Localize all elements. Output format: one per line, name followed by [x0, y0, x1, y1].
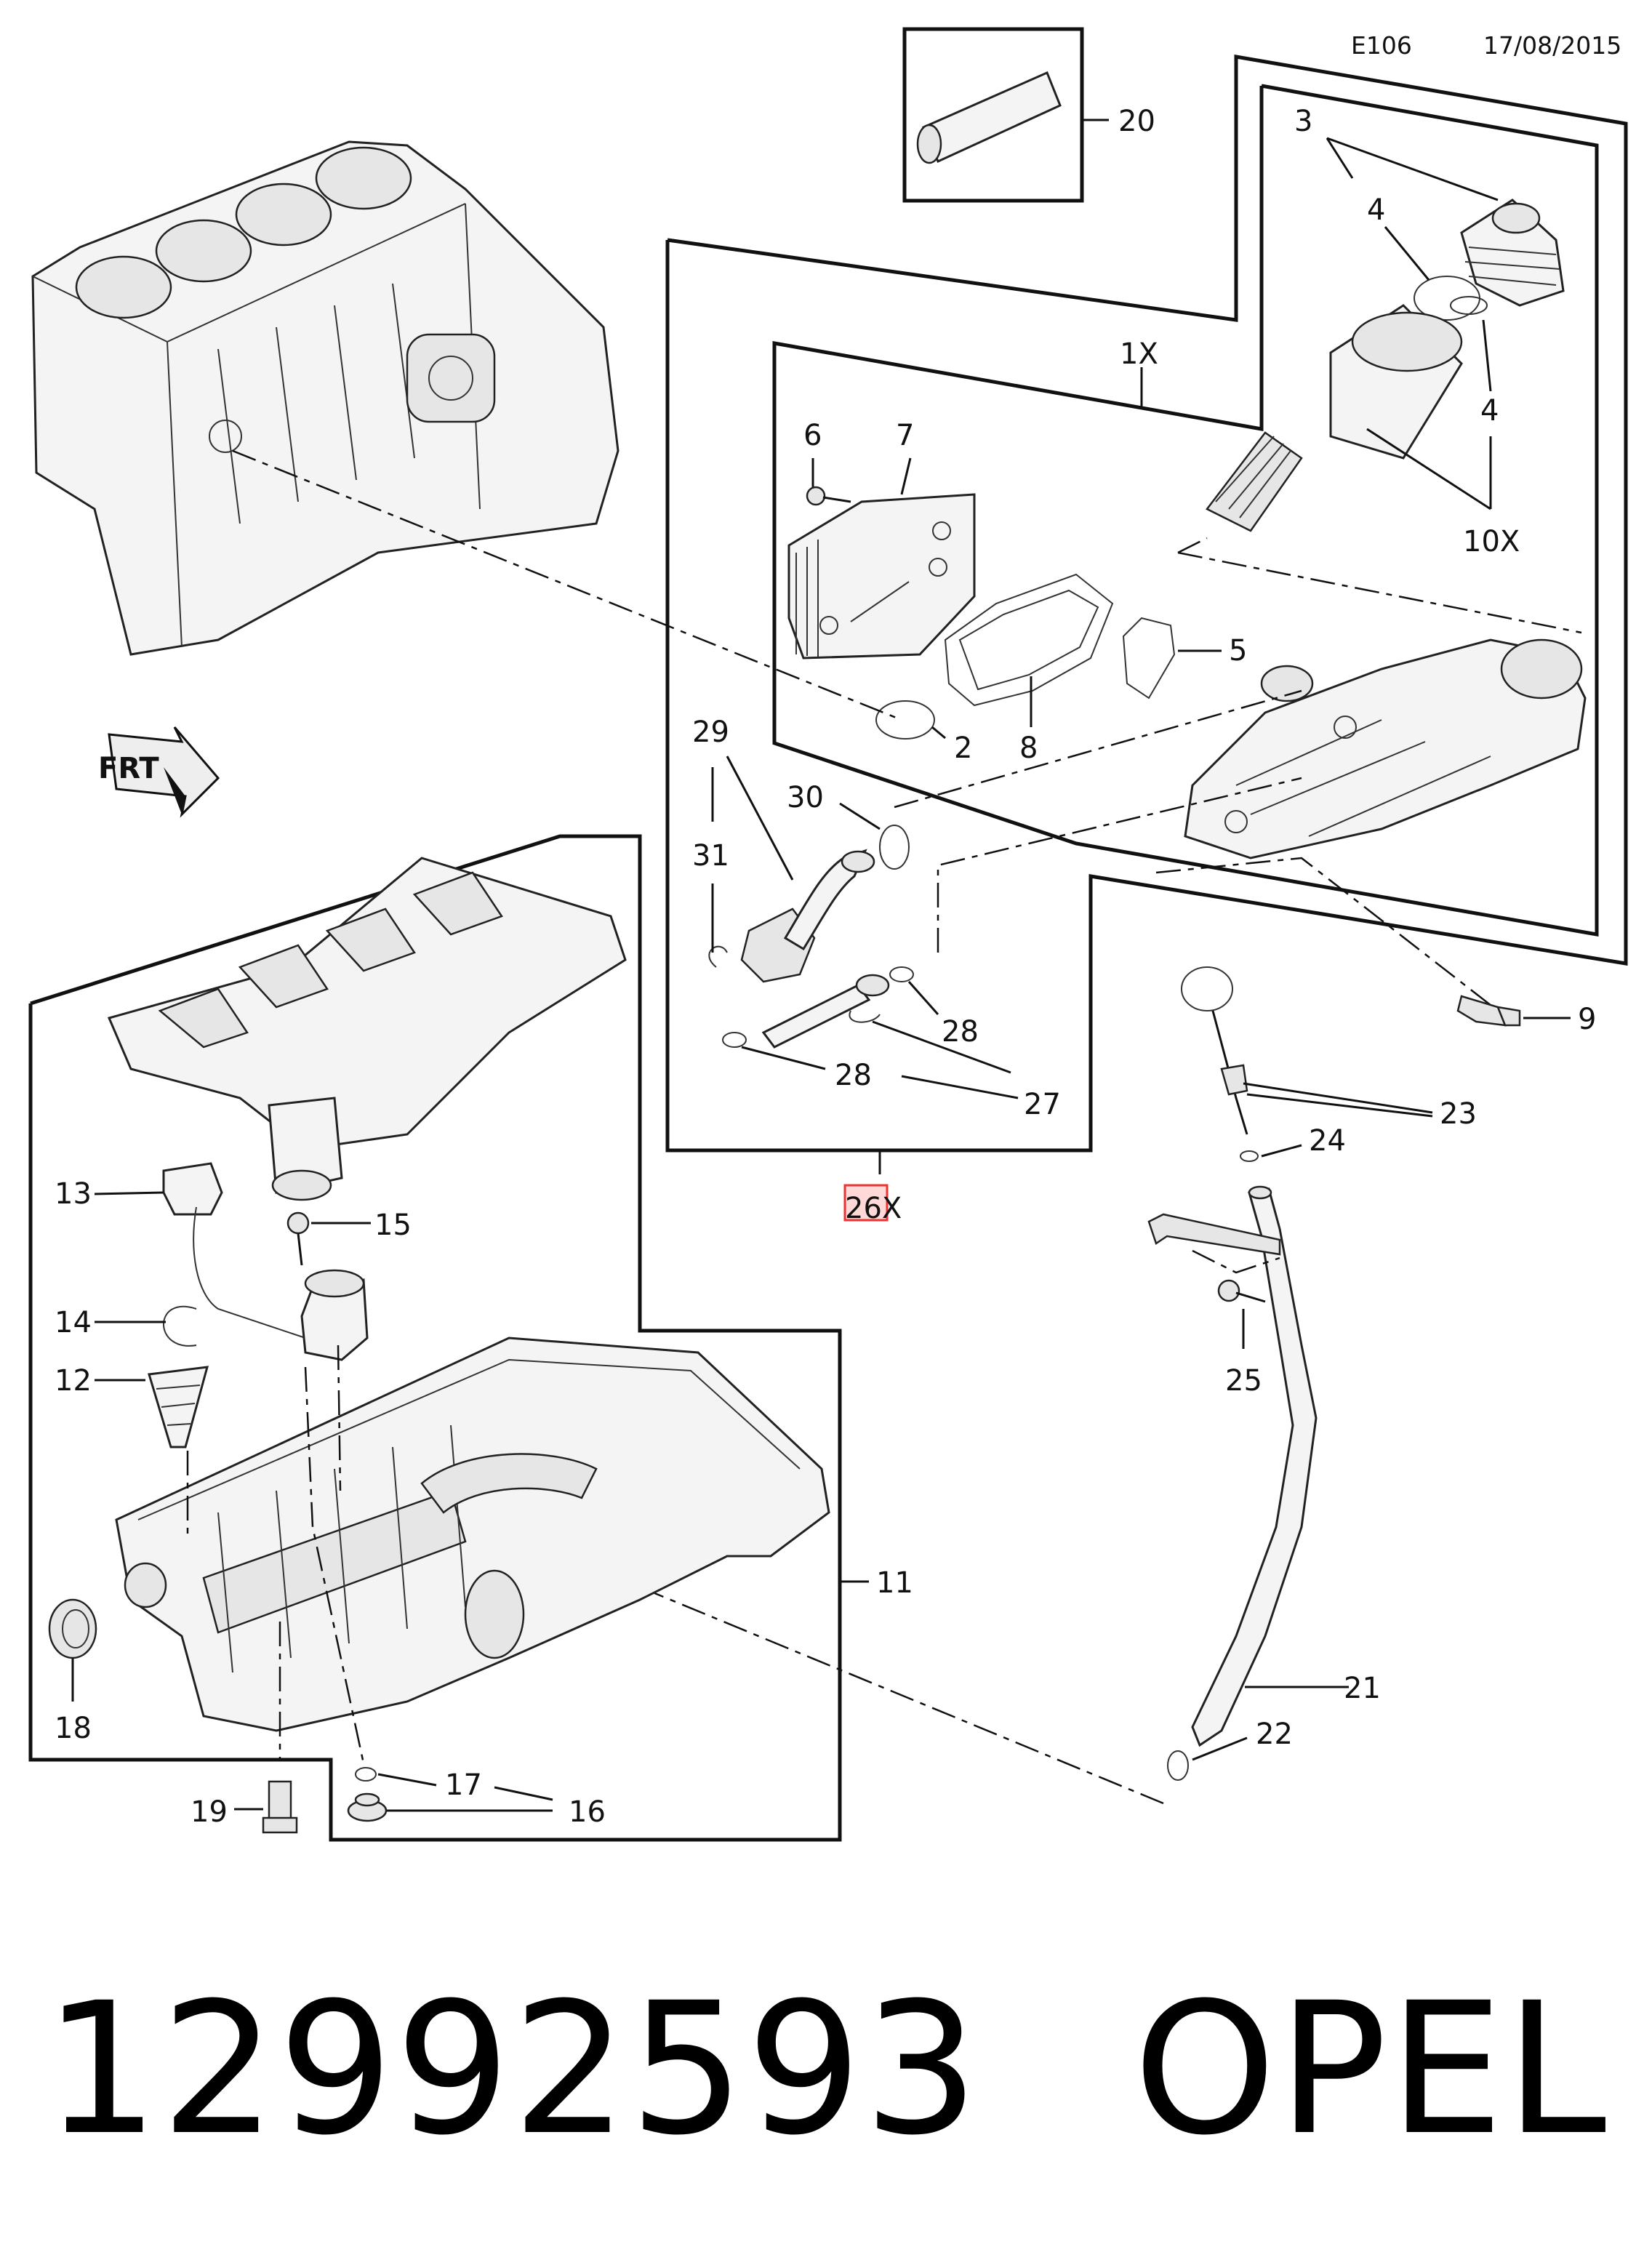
part-23-dipstick — [1181, 966, 1248, 1135]
callout-28-lower: 28 — [835, 1059, 872, 1092]
part-6-bolt — [806, 486, 851, 506]
part-10x-filter-element — [1206, 304, 1463, 532]
part-16-drain-plug — [347, 1792, 388, 1822]
alignment-line-pipe — [937, 777, 1302, 953]
callout-3: 3 — [1294, 105, 1312, 138]
callout-6: 6 — [803, 419, 822, 452]
part-30-o-ring — [879, 825, 910, 870]
callout-18: 18 — [55, 1712, 92, 1745]
callout-23: 23 — [1440, 1097, 1477, 1131]
part-17-washer — [355, 1767, 377, 1782]
part-22-o-ring — [1167, 1750, 1189, 1781]
part-number: 12992593 — [44, 1963, 981, 2175]
oil-level-sensor — [300, 1269, 369, 1361]
part-20-sleeve — [916, 71, 1062, 164]
callout-7: 7 — [896, 419, 914, 452]
part-18-seal — [48, 1598, 97, 1659]
box-part-20 — [902, 27, 1084, 203]
callout-1x: 1X — [1120, 337, 1158, 371]
part-9-bolt — [1456, 995, 1521, 1027]
part-24-seal — [1240, 1150, 1259, 1162]
callout-9: 9 — [1578, 1003, 1596, 1036]
callout-8: 8 — [1019, 732, 1038, 765]
alignment-line-filter — [1177, 551, 1582, 634]
front-arrow-icon: FRT — [98, 726, 220, 818]
callout-5: 5 — [1229, 634, 1247, 668]
part-12-oil-strainer — [148, 1366, 209, 1448]
box-oil-pan-assembly — [28, 834, 842, 1842]
callout-16: 16 — [569, 1795, 606, 1829]
highlight-part-26 — [843, 1184, 889, 1222]
callout-10x: 10X — [1463, 525, 1520, 558]
part-19-bolt — [262, 1780, 298, 1834]
part-27-connector-tube — [761, 974, 890, 1049]
callout-27: 27 — [1024, 1088, 1061, 1121]
part-8-cooler-gasket — [944, 573, 1114, 707]
callout-13: 13 — [55, 1177, 92, 1211]
callout-4-lower: 4 — [1480, 394, 1499, 428]
alignment-line-bolt-9 — [1155, 857, 1499, 1011]
callout-12: 12 — [55, 1364, 92, 1398]
part-2-o-ring — [875, 700, 935, 740]
baffle-frame — [107, 857, 627, 1201]
callout-17: 17 — [445, 1768, 482, 1802]
callout-24: 24 — [1309, 1124, 1346, 1158]
callout-29: 29 — [692, 716, 729, 749]
callout-31: 31 — [692, 839, 729, 873]
diagram-date: 17/08/2015 — [1483, 31, 1621, 60]
frt-label: FRT — [98, 752, 159, 785]
callout-2: 2 — [954, 732, 972, 765]
part-29-oil-pipe — [740, 849, 875, 983]
footer: 12992593 OPEL — [44, 1963, 1608, 2175]
part-7-oil-cooler — [787, 493, 976, 660]
box-kit-26x — [665, 55, 1628, 1153]
part-21-dipstick-tube — [1191, 1185, 1318, 1747]
oil-filter-housing — [1184, 638, 1587, 859]
callout-14: 14 — [55, 1306, 92, 1339]
part-11-oil-pan — [115, 1337, 830, 1732]
diagram-code: E106 — [1351, 31, 1412, 60]
tube-bracket — [1147, 1213, 1281, 1256]
callout-19: 19 — [191, 1795, 228, 1829]
brand-name: OPEL — [1133, 1963, 1608, 2175]
part-13-oil-level-sensor-connector — [162, 1162, 306, 1339]
callout-22: 22 — [1256, 1718, 1293, 1751]
part-3-filter-cap — [1460, 199, 1565, 307]
callout-26x: 26X — [845, 1192, 902, 1225]
callout-20: 20 — [1118, 105, 1155, 138]
box-kit-10x — [772, 84, 1599, 937]
cylinder-bores — [75, 146, 412, 319]
part-14-clip — [163, 1305, 197, 1347]
callout-21: 21 — [1344, 1672, 1381, 1705]
callout-25: 25 — [1225, 1364, 1262, 1398]
part-28-seal-lower — [722, 1032, 747, 1048]
callout-28-upper: 28 — [942, 1015, 979, 1049]
part-25-bolt — [1217, 1279, 1266, 1303]
callout-11: 11 — [876, 1566, 913, 1600]
alignment-line-block-to-cooler — [232, 449, 902, 721]
callout-30: 30 — [787, 781, 824, 814]
callout-4-upper: 4 — [1367, 193, 1385, 227]
part-5-gasket — [1122, 617, 1176, 700]
part-15-bolt — [286, 1211, 310, 1266]
engine-block — [31, 140, 620, 656]
part-28-seal-upper — [889, 966, 914, 982]
callout-15: 15 — [374, 1209, 412, 1242]
